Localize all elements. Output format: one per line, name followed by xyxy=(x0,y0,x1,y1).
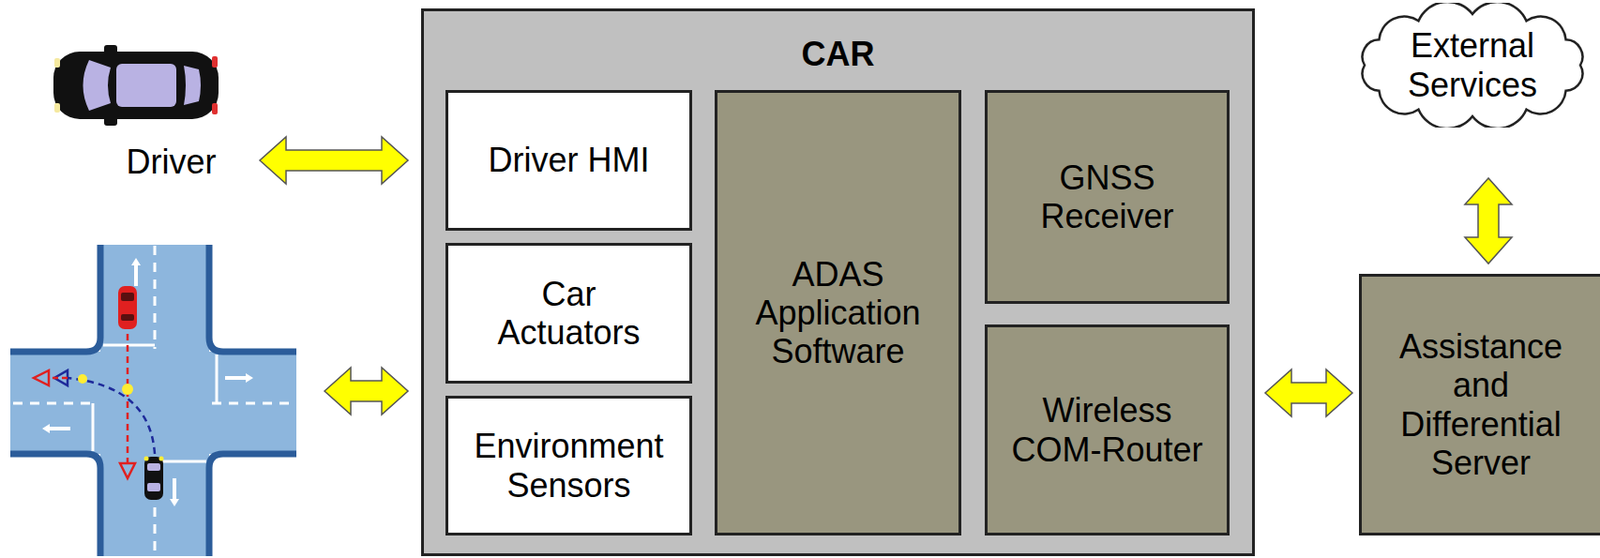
actor-label: Driver xyxy=(89,131,254,194)
component-box: Environment Sensors xyxy=(445,395,693,536)
node-label: Environment Sensors xyxy=(456,426,682,504)
intersection-illustration xyxy=(10,244,297,557)
node-label: Driver HMI xyxy=(488,140,650,180)
environment-arrow xyxy=(324,367,408,415)
driver-car-icon xyxy=(53,45,219,126)
component-box: ADAS Application Software xyxy=(714,90,962,536)
double-arrow xyxy=(259,136,408,184)
node-label: ADAS Application Software xyxy=(730,255,947,371)
node-label: External Services xyxy=(1392,26,1553,104)
node-label: Driver xyxy=(126,142,217,182)
component-box: Car Actuators xyxy=(445,242,693,384)
system-box: CAR Driver HMI Car ActuatorsEnvironment Se… xyxy=(421,8,1255,557)
double-arrow xyxy=(1265,369,1353,417)
node-label: Car Actuators xyxy=(480,274,659,352)
node-label: Wireless COM-Router xyxy=(1004,391,1211,468)
cloud-node: External Services xyxy=(1352,2,1593,128)
component-box: Driver HMI xyxy=(445,90,693,231)
double-arrow xyxy=(1464,178,1512,264)
server-box: Assistance and Differential Server xyxy=(1358,273,1600,536)
system-title: CAR xyxy=(801,34,876,74)
node-label: Assistance and Differential Server xyxy=(1385,327,1578,482)
node-label: GNSS Receiver xyxy=(1018,158,1197,236)
component-box: Wireless COM-Router xyxy=(984,324,1230,536)
component-box: GNSS Receiver xyxy=(984,90,1230,304)
